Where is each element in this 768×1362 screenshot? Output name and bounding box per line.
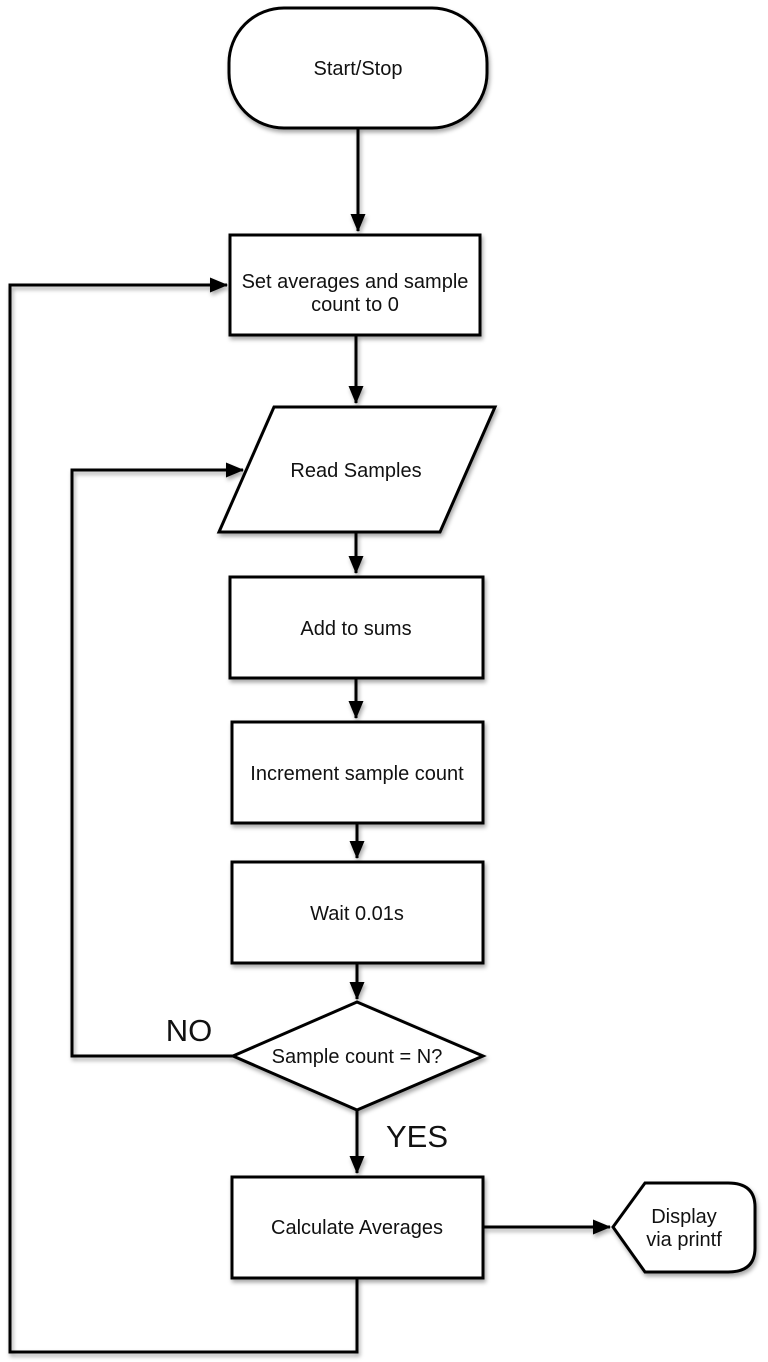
node-start-label: Start/Stop (314, 58, 403, 80)
node-add-label: Add to sums (300, 618, 411, 640)
node-init-label-line2: count to 0 (311, 294, 399, 316)
edge-label-no: NO (166, 1013, 213, 1048)
edge-label-yes: YES (386, 1119, 448, 1154)
node-shape-group (216, 6, 757, 1280)
label-group: Start/Stop Set averages and sample count… (166, 58, 722, 1251)
node-display-label-line1: Display (651, 1206, 717, 1228)
node-display-shape (611, 1181, 757, 1274)
node-read-label: Read Samples (290, 460, 421, 482)
node-wait-label: Wait 0.01s (310, 903, 404, 925)
node-decision-label: Sample count = N? (272, 1046, 443, 1068)
node-add-process (228, 575, 485, 680)
node-init-label-line1: Set averages and sample (242, 271, 469, 293)
edge-calculate-to-init-loop (8, 277, 359, 1354)
node-display-label-line2: via printf (646, 1229, 722, 1251)
node-start-terminator (227, 6, 489, 130)
connector-group (8, 128, 611, 1354)
edge-decision-to-read-no-loop (70, 462, 244, 1058)
node-init-process (228, 233, 482, 337)
node-wait-process (230, 860, 485, 965)
node-increment-process (230, 720, 485, 825)
node-decision-diamond (229, 1000, 487, 1112)
node-calculate-process (230, 1175, 485, 1280)
node-increment-label: Increment sample count (250, 763, 464, 785)
node-calculate-label: Calculate Averages (271, 1217, 443, 1239)
node-read-parallelogram (216, 405, 498, 534)
